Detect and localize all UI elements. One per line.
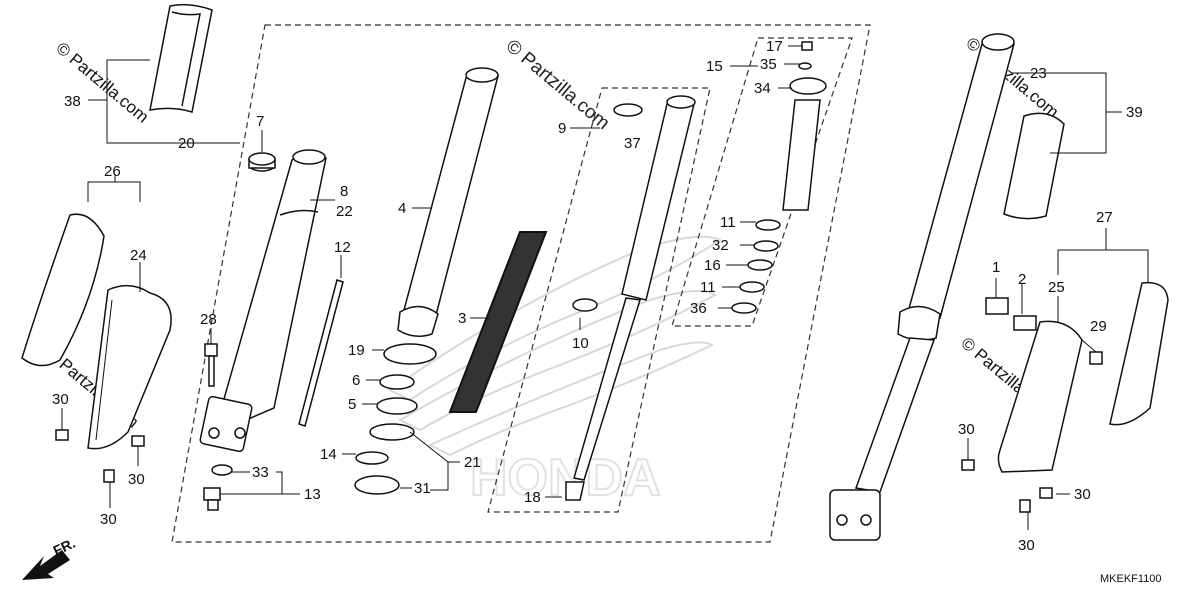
part-label-9: 9 [558,120,566,137]
part-label-1: 1 [992,259,1000,276]
part-label-30: 30 [1018,537,1035,554]
part-label-14: 14 [320,446,337,463]
part-4-outer-tube [397,67,499,337]
watermark-text: © Partzilla.com [52,39,152,127]
part-label-20: 20 [178,135,195,152]
part-label-37: 37 [624,135,641,152]
honda-wing-logo: HONDA [388,235,722,508]
part-label-15: 15 [706,58,723,75]
part-label-32: 32 [712,237,729,254]
front-direction-arrow: FR. [22,535,78,580]
part-label-2: 2 [1018,271,1026,288]
part-label-38: 38 [64,93,81,110]
part-label-33: 33 [252,464,269,481]
seal-rings [354,343,437,495]
part-label-27: 27 [1096,209,1113,226]
front-label: FR. [51,535,78,559]
part-label-21: 21 [464,454,481,471]
part-label-30: 30 [100,511,117,528]
part-13-drain-bolt [203,464,233,511]
part-label-30: 30 [958,421,975,438]
part-7-ring [248,152,276,172]
part-label-11: 11 [720,214,736,231]
part-label-18: 18 [524,489,541,506]
part-label-4: 4 [398,200,406,217]
part-number-labels: 38 20 26 24 7 8 22 12 28 30 30 30 33 13 … [52,38,1162,585]
part-label-29: 29 [1090,318,1107,335]
part-label-7: 7 [256,113,264,130]
part-39-upper-guard [1003,112,1065,220]
part-label-36: 36 [690,300,707,317]
part-15-cap-assembly [731,41,827,314]
part-label-30: 30 [128,471,145,488]
part-8-fork-tube [199,149,327,453]
part-label-3: 3 [458,310,466,327]
part-label-6: 6 [352,372,360,389]
right-fork-leg [829,33,1015,541]
part-label-24: 24 [130,247,147,264]
part-25-fork-guard [985,281,1169,473]
part-label-11: 11 [700,279,716,296]
diagram-code: MKEKF1100 [1100,573,1162,585]
part-label-31: 31 [414,480,431,497]
leader-lines [61,45,1149,530]
part-label-10: 10 [572,335,589,352]
part-label-26: 26 [104,163,121,180]
part-label-35: 35 [760,56,777,73]
part-label-34: 34 [754,80,771,97]
part-label-5: 5 [348,396,356,413]
part-9-damper-cartridge [565,95,696,501]
part-label-28: 28 [200,311,217,328]
part-label-22: 22 [336,203,353,220]
part-label-19: 19 [348,342,365,359]
part-label-12: 12 [334,239,351,256]
part-label-13: 13 [304,486,321,503]
part-label-23: 23 [1030,65,1047,82]
part-label-8: 8 [340,183,348,200]
part-38-upper-guard [149,3,213,113]
assembly-outline [171,24,871,543]
part-label-30: 30 [52,391,69,408]
part-label-17: 17 [766,38,783,55]
part-3-spring [448,231,548,413]
part-label-30: 30 [1074,486,1091,503]
part-12-rod [298,279,344,427]
part-26-fork-guard [21,213,172,450]
part-28-bolt [204,343,218,387]
part-label-25: 25 [1048,279,1065,296]
part-label-16: 16 [704,257,721,274]
part-label-39: 39 [1126,104,1143,121]
